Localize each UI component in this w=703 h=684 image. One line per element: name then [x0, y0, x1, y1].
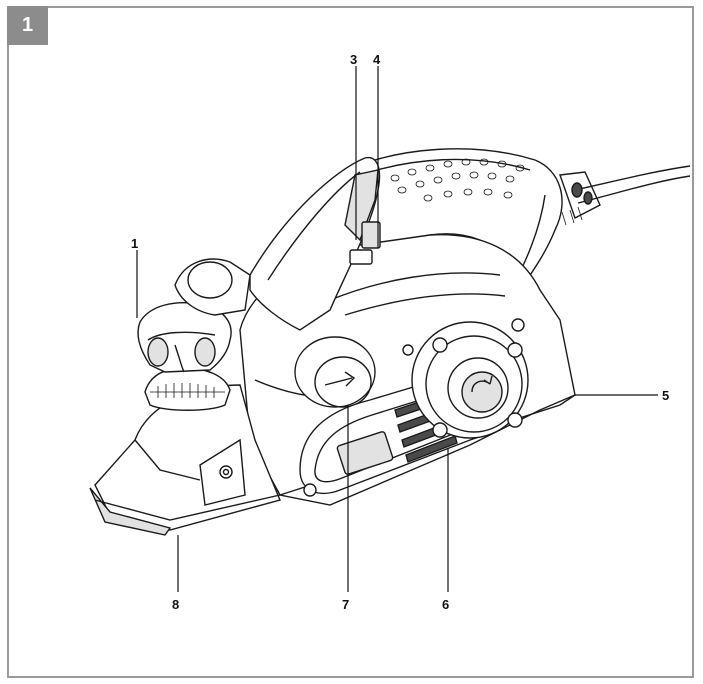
front-base: [89, 384, 576, 536]
callout-8: 8: [172, 597, 179, 612]
housing-screws: [303, 318, 525, 497]
callout-3: 3: [350, 52, 357, 67]
front-grip-fin: [249, 156, 381, 331]
depth-adjustment-knob: [137, 302, 232, 411]
chip-ejector: [174, 258, 251, 316]
callout-6: 6: [442, 597, 449, 612]
callout-4: 4: [373, 52, 381, 67]
pulley-disk: [411, 321, 529, 439]
callout-5: 5: [662, 388, 669, 403]
callout-1: 1: [131, 236, 138, 251]
handle-vent-holes: [390, 158, 525, 202]
switch-area: [349, 221, 381, 265]
direction-knob: [294, 336, 376, 408]
callout-leaders: [136, 66, 658, 592]
figure-number-badge: 1: [7, 6, 48, 45]
power-cord: [559, 165, 691, 226]
callout-labels: 1 3 4 5 6 7 8: [131, 52, 669, 612]
callout-7: 7: [342, 597, 349, 612]
